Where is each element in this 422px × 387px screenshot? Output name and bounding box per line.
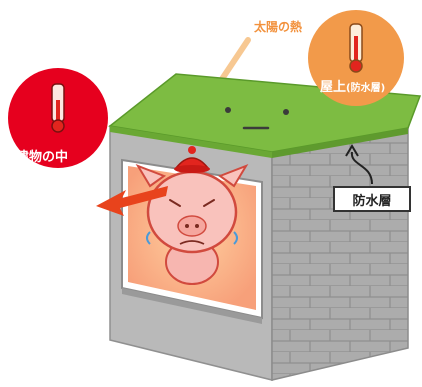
roof-label-sub: (防水層) [346, 83, 386, 94]
roof-face-left-eye [225, 107, 231, 113]
waterproof-layer-label: 防水層 [333, 186, 411, 212]
waterproof-pointer-head [345, 144, 359, 157]
roof-face-right-eye [283, 109, 289, 115]
pig-character [135, 146, 249, 285]
sun-heat-label: 太陽の熱 [254, 20, 303, 34]
thermometer-icon [349, 23, 363, 73]
building-side-wall-brick [271, 127, 409, 381]
building-inside-label: 建物の中 [16, 150, 69, 165]
heat-escape-arrow [96, 186, 168, 216]
roof-label-main: 屋上 [320, 80, 347, 95]
roof-side-edge [272, 128, 408, 158]
window-bottom-ledge [122, 288, 262, 324]
roof-label: 屋上(防水層) [320, 76, 385, 95]
waterproof-pointer-arrow [350, 151, 373, 185]
thermometer-icon [51, 83, 65, 133]
roof-front-edge [110, 126, 272, 158]
